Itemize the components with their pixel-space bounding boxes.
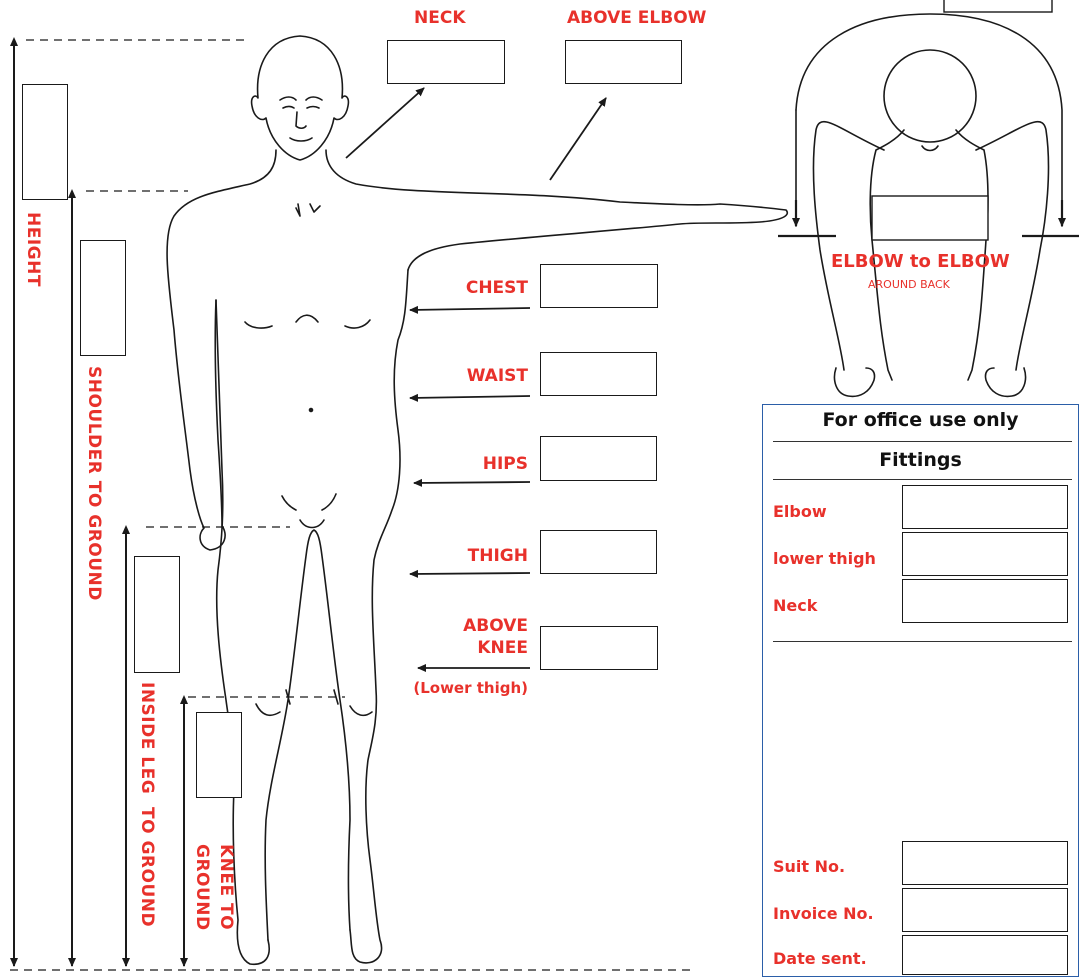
inside-leg-input[interactable] — [134, 556, 180, 673]
waist-label: WAIST — [440, 366, 528, 386]
fitting-label-elbow: Elbow — [773, 502, 827, 521]
suit-no-label: Suit No. — [773, 857, 845, 876]
neck-label: NECK — [414, 8, 466, 28]
top-right-corner-box — [944, 0, 1052, 12]
fitting-elbow-input[interactable] — [902, 485, 1068, 529]
thigh-label: THIGH — [440, 546, 528, 566]
office-title: For office use only — [763, 409, 1078, 431]
above-knee-label-3: (Lower thigh) — [380, 678, 528, 698]
date-sent-input[interactable] — [902, 935, 1068, 975]
knee-to-ground-label-1: KNEE TO — [216, 844, 236, 930]
fitting-lower-thigh-input[interactable] — [902, 532, 1068, 576]
shoulder-to-ground-label: SHOULDER TO GROUND — [84, 366, 104, 601]
fitting-neck-input[interactable] — [902, 579, 1068, 623]
above-knee-label-1: ABOVE — [420, 616, 528, 636]
fittings-title: Fittings — [763, 449, 1078, 471]
knee-to-ground-label-2: GROUND — [192, 844, 212, 931]
hips-input[interactable] — [540, 436, 657, 481]
human-figure — [167, 36, 787, 964]
back-panel-box — [872, 196, 988, 240]
chest-input[interactable] — [540, 264, 658, 308]
waist-input[interactable] — [540, 352, 657, 396]
elbow-to-elbow-label: ELBOW to ELBOW — [831, 252, 1010, 272]
chest-label: CHEST — [440, 278, 528, 298]
above-elbow-label: ABOVE ELBOW — [567, 8, 706, 28]
around-back-label: AROUND BACK — [868, 275, 950, 295]
thigh-input[interactable] — [540, 530, 657, 574]
shoulder-to-ground-input[interactable] — [80, 240, 126, 356]
date-sent-label: Date sent. — [773, 949, 867, 968]
height-label: HEIGHT — [23, 212, 43, 287]
suit-no-input[interactable] — [902, 841, 1068, 885]
neck-input[interactable] — [387, 40, 505, 84]
fitting-label-neck: Neck — [773, 596, 817, 615]
above-elbow-input[interactable] — [565, 40, 682, 84]
fitting-label-lower-thigh: lower thigh — [773, 549, 876, 568]
invoice-no-input[interactable] — [902, 888, 1068, 932]
above-knee-label-2: KNEE — [420, 638, 528, 658]
inside-leg-label: INSIDE LEG TO GROUND — [137, 682, 157, 927]
hips-label: HIPS — [440, 454, 528, 474]
knee-to-ground-input[interactable] — [196, 712, 242, 798]
invoice-no-label: Invoice No. — [773, 904, 874, 923]
above-knee-input[interactable] — [540, 626, 658, 670]
office-use-panel: For office use only Fittings Elbow lower… — [762, 404, 1079, 977]
height-input[interactable] — [22, 84, 68, 200]
